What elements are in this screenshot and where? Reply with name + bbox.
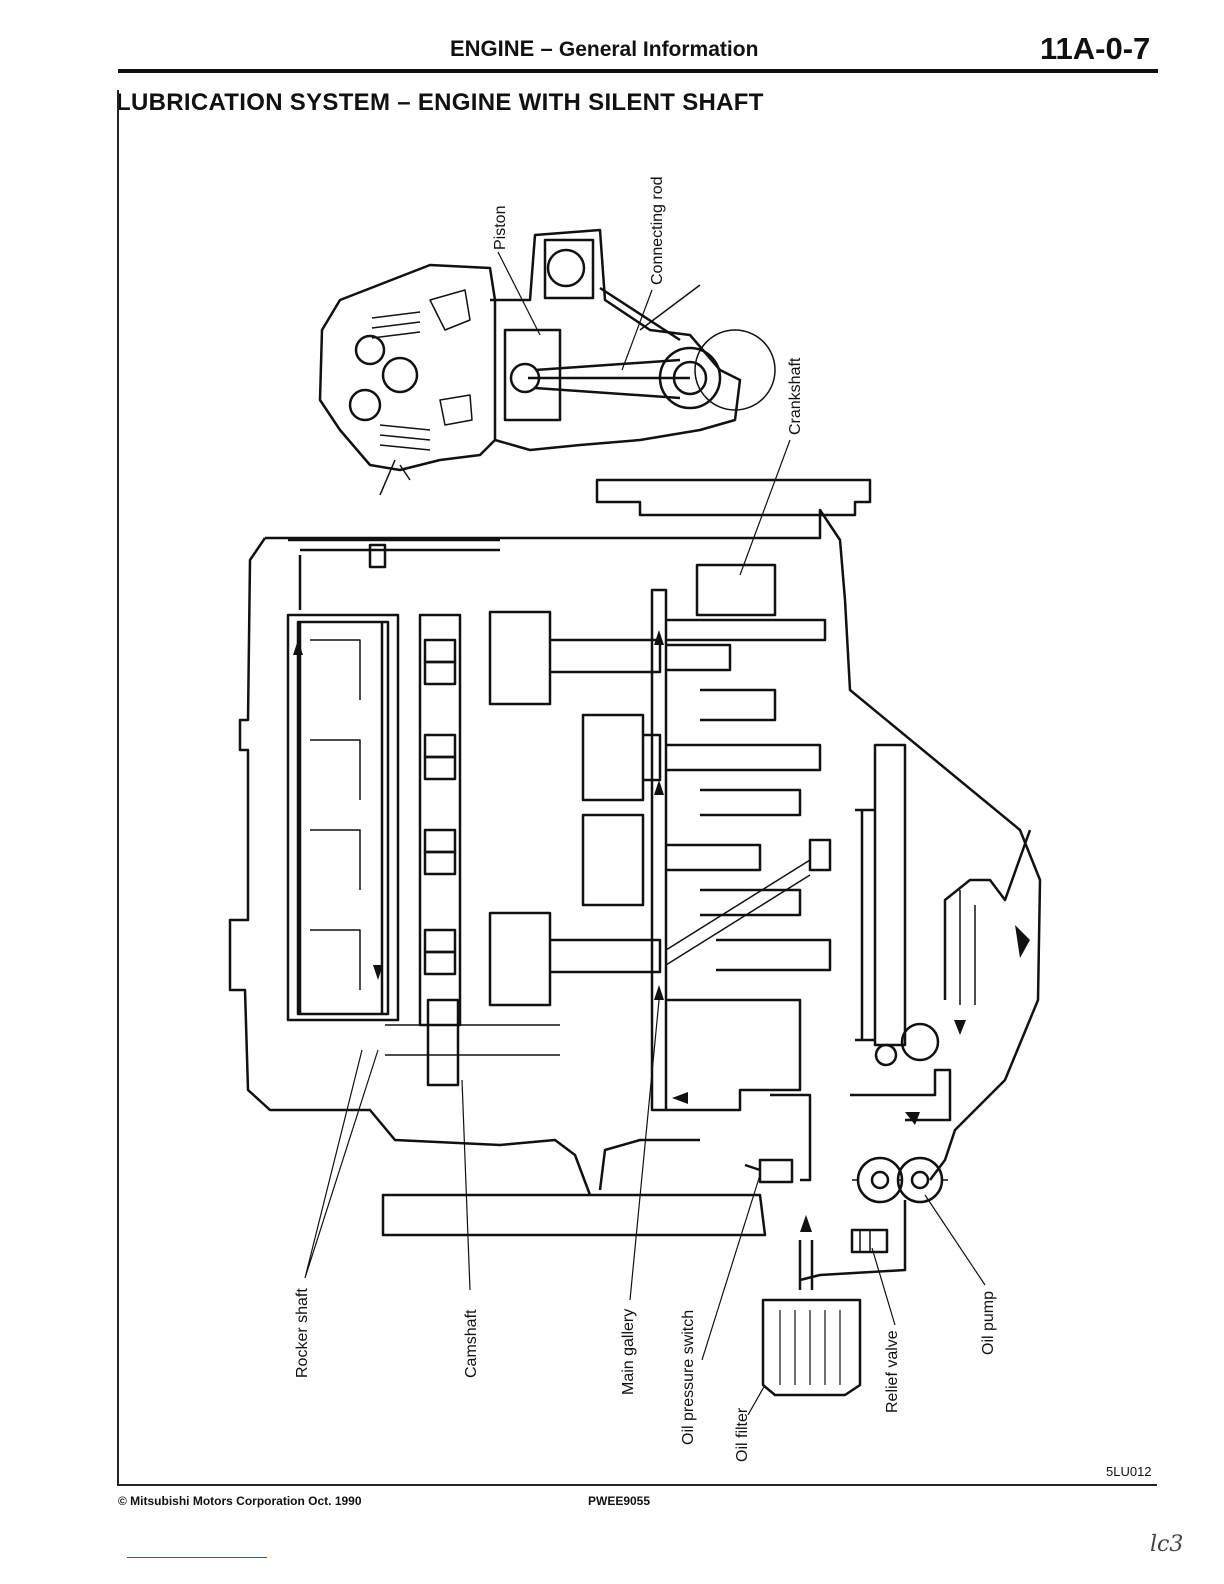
rocker-shaft-assembly [288,540,500,1020]
oil-passages [770,830,1030,1290]
silent-shaft-gallery [855,745,938,1065]
footer-doc-code: PWEE9055 [588,1494,650,1508]
footer-copyright: © Mitsubishi Motors Corporation Oct. 199… [118,1494,362,1508]
label-oil-pressure-switch: Oil pressure switch [680,1310,697,1445]
label-piston: Piston [492,206,509,250]
pistons [490,612,660,1005]
label-oil-filter: Oil filter [734,1407,751,1462]
leader-lines [305,252,985,1415]
label-relief-valve: Relief valve [884,1330,901,1413]
oil-pump [852,1158,948,1202]
scan-mark-line [127,1557,267,1558]
label-main-gallery: Main gallery [620,1309,637,1395]
label-oil-pump: Oil pump [980,1291,997,1355]
oil-pressure-switch [745,1160,792,1182]
handwritten-note: lc3 [1150,1532,1183,1557]
engine-cross-section [320,230,775,495]
figure-code: 5LU012 [1106,1464,1152,1479]
oil-flow-arrows [293,630,1030,1232]
relief-valve [852,1230,887,1252]
crankshaft-assembly [652,565,830,1110]
label-rocker-shaft: Rocker shaft [294,1288,311,1378]
camshaft-assembly [385,615,560,1085]
label-connecting-rod: Connecting rod [649,176,666,285]
label-camshaft: Camshaft [463,1309,480,1378]
oil-filter [763,1300,860,1395]
label-crankshaft: Crankshaft [787,357,804,435]
